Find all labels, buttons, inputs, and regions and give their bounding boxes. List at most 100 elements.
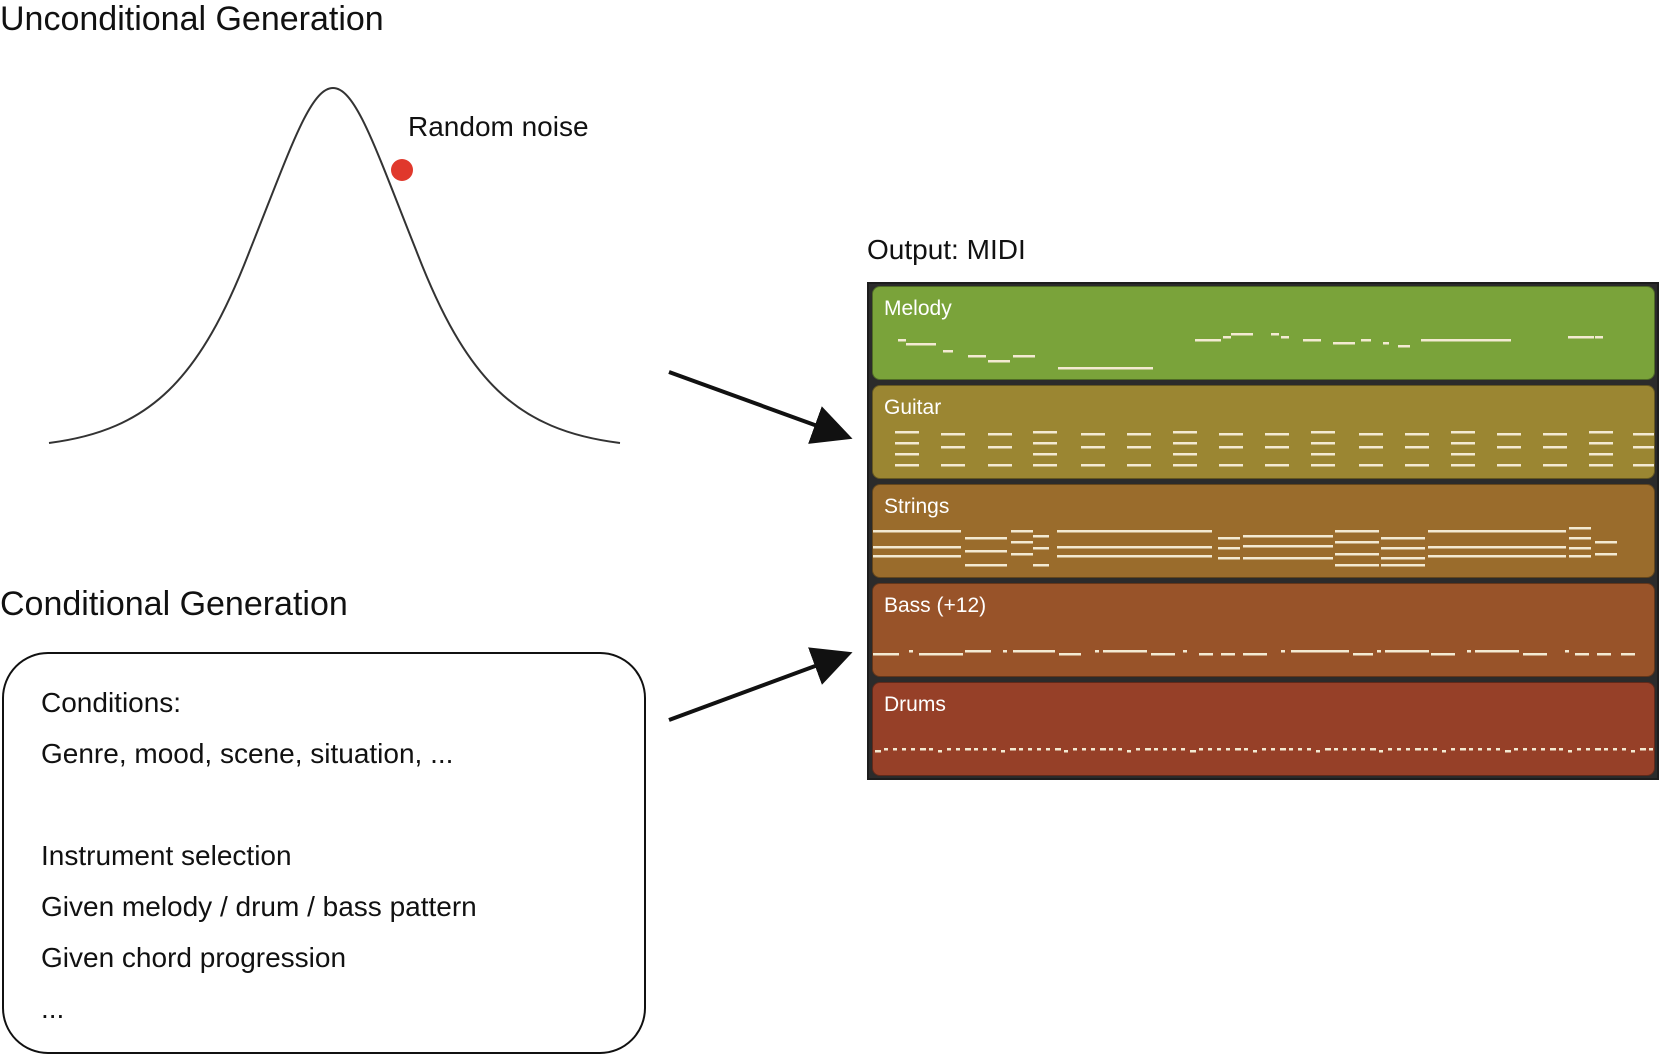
strings-note xyxy=(1218,537,1240,540)
guitar-note xyxy=(1311,453,1335,456)
guitar-note xyxy=(1589,464,1613,467)
strings-note xyxy=(1057,546,1212,549)
bass-note xyxy=(1059,653,1081,656)
melody-note xyxy=(943,350,953,353)
bass-note xyxy=(919,653,963,656)
guitar-note xyxy=(1589,453,1613,456)
track-drums: Drums xyxy=(872,682,1655,776)
melody-note xyxy=(1223,336,1231,339)
track-bass: Bass (+12) xyxy=(872,583,1655,677)
drums-note xyxy=(1217,748,1221,751)
strings-note xyxy=(1335,541,1379,544)
drums-note xyxy=(1199,748,1203,751)
strings-note xyxy=(1243,557,1333,560)
condition-chord-progression: Given chord progression xyxy=(41,942,347,973)
drums-note xyxy=(929,748,933,751)
strings-note xyxy=(1428,555,1566,558)
guitar-note xyxy=(1451,464,1475,467)
guitar-note xyxy=(1265,446,1289,449)
guitar-note xyxy=(1359,433,1383,436)
bass-note xyxy=(1621,653,1635,656)
strings-note xyxy=(1335,564,1379,567)
drums-note xyxy=(965,748,971,751)
drums-note xyxy=(875,750,881,753)
guitar-note xyxy=(1265,464,1289,467)
guitar-note xyxy=(1497,433,1521,436)
guitar-note xyxy=(1173,442,1197,445)
drums-note xyxy=(1307,748,1311,751)
drums-note xyxy=(1109,748,1113,751)
guitar-note xyxy=(1359,446,1383,449)
guitar-note xyxy=(895,453,919,456)
arrow-conditional-to-output xyxy=(668,647,853,722)
strings-note xyxy=(1218,547,1240,550)
drums-note xyxy=(1289,748,1293,751)
drums-note xyxy=(1055,748,1061,751)
strings-note xyxy=(1243,535,1333,538)
bass-note xyxy=(909,650,913,653)
strings-note xyxy=(873,530,961,533)
melody-note xyxy=(1595,336,1603,339)
strings-note xyxy=(873,555,961,558)
track-melody-name: Melody xyxy=(884,297,952,320)
guitar-note xyxy=(1127,433,1151,436)
guitar-note xyxy=(1589,431,1613,434)
bass-note xyxy=(1281,650,1285,653)
drums-note xyxy=(911,748,915,751)
track-melody: Melody xyxy=(872,286,1655,380)
drums-note xyxy=(1451,748,1455,751)
drums-notes xyxy=(875,748,1653,753)
drums-note xyxy=(1325,748,1331,751)
drums-note xyxy=(1523,748,1527,751)
bass-note xyxy=(1003,650,1007,653)
guitar-note xyxy=(1033,442,1057,445)
strings-note xyxy=(1033,564,1049,567)
strings-note xyxy=(1569,555,1591,558)
conditions-box: Conditions: Genre, mood, scene, situatio… xyxy=(2,652,646,1054)
drums-note xyxy=(1397,748,1401,751)
drums-note xyxy=(1163,748,1167,751)
strings-note xyxy=(1335,553,1379,556)
guitar-note xyxy=(1451,453,1475,456)
bass-note xyxy=(1565,650,1569,653)
melody-note xyxy=(1361,339,1371,342)
melody-note xyxy=(1421,339,1511,342)
drums-note xyxy=(1127,750,1131,753)
drums-note xyxy=(1001,750,1005,753)
condition-given-pattern: Given melody / drum / bass pattern xyxy=(41,891,477,922)
drums-note xyxy=(1352,748,1356,751)
drums-note xyxy=(1433,748,1437,751)
guitar-note xyxy=(1081,446,1105,449)
drums-note xyxy=(902,748,906,751)
guitar-note xyxy=(1081,464,1105,467)
guitar-note xyxy=(1543,433,1567,436)
guitar-note xyxy=(1219,464,1243,467)
guitar-note xyxy=(1405,464,1429,467)
melody-note xyxy=(1058,367,1153,370)
guitar-note xyxy=(1173,431,1197,434)
guitar-note xyxy=(1497,464,1521,467)
guitar-note xyxy=(895,464,919,467)
drums-note xyxy=(1577,748,1581,751)
strings-note xyxy=(1381,557,1425,560)
strings-note xyxy=(1595,553,1617,556)
strings-notes xyxy=(873,527,1617,567)
melody-note xyxy=(1281,336,1289,339)
drums-note xyxy=(1604,748,1608,751)
drums-note xyxy=(1649,748,1653,751)
guitar-note xyxy=(1311,431,1335,434)
guitar-note xyxy=(1589,442,1613,445)
random-noise-label: Random noise xyxy=(408,111,589,142)
drums-note xyxy=(1631,750,1635,753)
drums-note xyxy=(1469,748,1473,751)
drums-note xyxy=(1073,748,1077,751)
guitar-note xyxy=(1451,431,1475,434)
drums-note xyxy=(1091,748,1095,751)
bass-note xyxy=(1013,650,1055,653)
melody-note xyxy=(1333,342,1355,345)
strings-note xyxy=(1243,545,1333,548)
guitar-note xyxy=(895,431,919,434)
guitar-note xyxy=(1633,464,1654,467)
strings-note xyxy=(965,550,1007,553)
random-noise-dot xyxy=(391,159,413,181)
